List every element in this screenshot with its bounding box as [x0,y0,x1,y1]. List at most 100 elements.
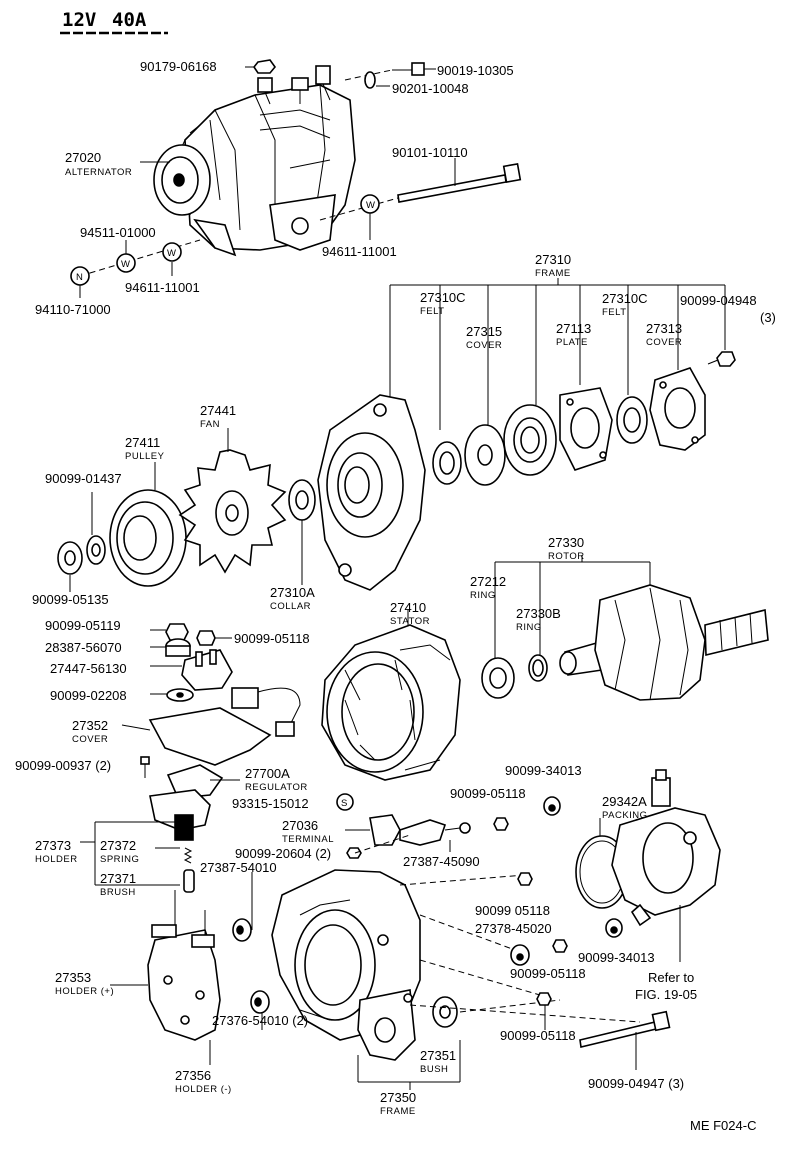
label-refer-line2: FIG. 19-05 [635,987,697,1002]
regulator-connector [231,687,301,737]
label-94511-01000: 94511-01000 [80,225,156,240]
label-27411: 27411 [125,435,160,450]
nut-90099-05118-c [517,872,533,886]
spring-27372 [155,847,193,864]
label-qty-04948: (3) [760,310,776,325]
label-27330b: 27330B [516,606,561,621]
label-pulley: PULLEY [125,451,165,462]
amperage-label: 40A [112,9,147,31]
label-27356: 27356 [175,1068,211,1083]
insulator-28387-56070 [150,638,191,657]
voltage-label: 12V [62,9,96,31]
label-90019-10305: 90019-10305 [437,63,514,78]
label-terminal: TERMINAL [282,834,334,845]
label-90179-06168: 90179-06168 [140,59,217,74]
nut-90099-34013-a [543,796,561,816]
label-27036: 27036 [282,818,318,833]
label-94611-11001-right: 94611-11001 [322,244,397,259]
nut-90179-06168 [245,59,277,74]
label-rotor: ROTOR [548,551,585,562]
label-90099-05118-d: 90099-05118 [510,966,586,981]
label-27353: 27353 [55,970,91,985]
brush-27371 [183,869,195,893]
washer-94611-11001-right: W [360,194,380,240]
label-brush: BRUSH [100,887,136,898]
washers-left-group: W W N [70,239,201,298]
diagram-header: 12V 40A [60,9,168,35]
label-27441: 27441 [200,403,236,418]
label-28387-56070: 28387-56070 [45,640,122,655]
ring-27330b [528,654,548,682]
mark-s-93315: S [336,793,354,811]
bolt-90019-10305 [344,62,436,81]
label-plate: PLATE [556,337,588,348]
label-90099-05119: 90099-05119 [45,618,121,633]
label-ring-b: RING [516,622,542,633]
label-27387-45090: 27387-45090 [403,854,480,869]
nut-90099-05118-e [536,992,552,1030]
label-27410: 27410 [390,600,426,615]
label-alternator: ALTERNATOR [65,167,132,178]
label-27310a: 27310A [270,585,315,600]
w-mark-right: W [366,200,375,211]
label-27376-54010: 27376-54010 (2) [212,1013,308,1028]
nut-90099-05119 [150,623,189,641]
rotor-27330 [559,584,769,701]
rear-frame-27350 [271,869,461,1090]
bush-27387-54010 [232,872,253,942]
label-29342a: 29342A [602,794,647,809]
label-90101-10110: 90101-10110 [392,145,468,160]
felt-27310c-b [616,396,648,444]
label-90099-04948: 90099-04948 [680,293,757,308]
bearing [503,404,557,476]
label-holder-a: HOLDER [35,854,78,865]
bush-27351 [432,996,458,1028]
label-27352: 27352 [72,718,108,733]
label-27378-45020: 27378-45020 [475,921,552,936]
label-collar: COLLAR [270,601,311,612]
label-cover-b: COVER [646,337,682,348]
nut-90099-05118-a [196,630,232,646]
label-90201-10048: 90201-10048 [392,81,469,96]
alternator-assembly-illustration [153,65,356,257]
collar-27310a [288,479,316,585]
label-ring-a: RING [470,590,496,601]
label-27372: 27372 [100,838,136,853]
label-27371: 27371 [100,871,136,886]
label-cover-c: COVER [72,734,108,745]
cover-27315 [464,424,506,486]
label-27310c-a: 27310C [420,290,466,305]
nut-90099-20604 [346,847,362,859]
vacuum-pump [611,769,721,962]
label-90099-05118-a: 90099-05118 [234,631,310,646]
nut-90099-05118-b [493,817,509,831]
label-27447-56130: 27447-56130 [50,661,127,676]
label-refer-line1: Refer to [648,970,694,985]
bearing-ring-27212 [481,657,515,699]
pulley-27411 [109,462,187,587]
label-spring: SPRING [100,854,139,865]
n-mark: N [76,272,83,283]
label-27212: 27212 [470,574,506,589]
washer-90099-02208 [150,688,194,702]
nut-90099-05118-d [552,939,568,953]
nut-90099-34013-b [605,918,623,938]
label-90099-05118-c: 90099 05118 [475,903,550,918]
cover-27352 [121,707,272,766]
drive-end-frame [317,394,426,591]
bolt-90101-10110 [319,158,522,221]
label-27020: 27020 [65,150,101,165]
holder-bracket-27373 [80,821,180,886]
label-holder-minus: HOLDER (-) [175,1084,232,1095]
label-27113: 27113 [556,321,591,336]
label-27330: 27330 [548,535,584,550]
label-packing: PACKING [602,810,648,821]
label-27373: 27373 [35,838,71,853]
label-cover-a: COVER [466,340,502,351]
part-labels: 90179-06168 90019-10305 90201-10048 2702… [15,59,776,1117]
label-90099-04947: 90099-04947 (3) [588,1076,684,1091]
label-90099-00937: 90099-00937 (2) [15,758,111,773]
label-regulator: REGULATOR [245,782,308,793]
label-90099-20604: 90099-20604 (2) [235,846,331,861]
